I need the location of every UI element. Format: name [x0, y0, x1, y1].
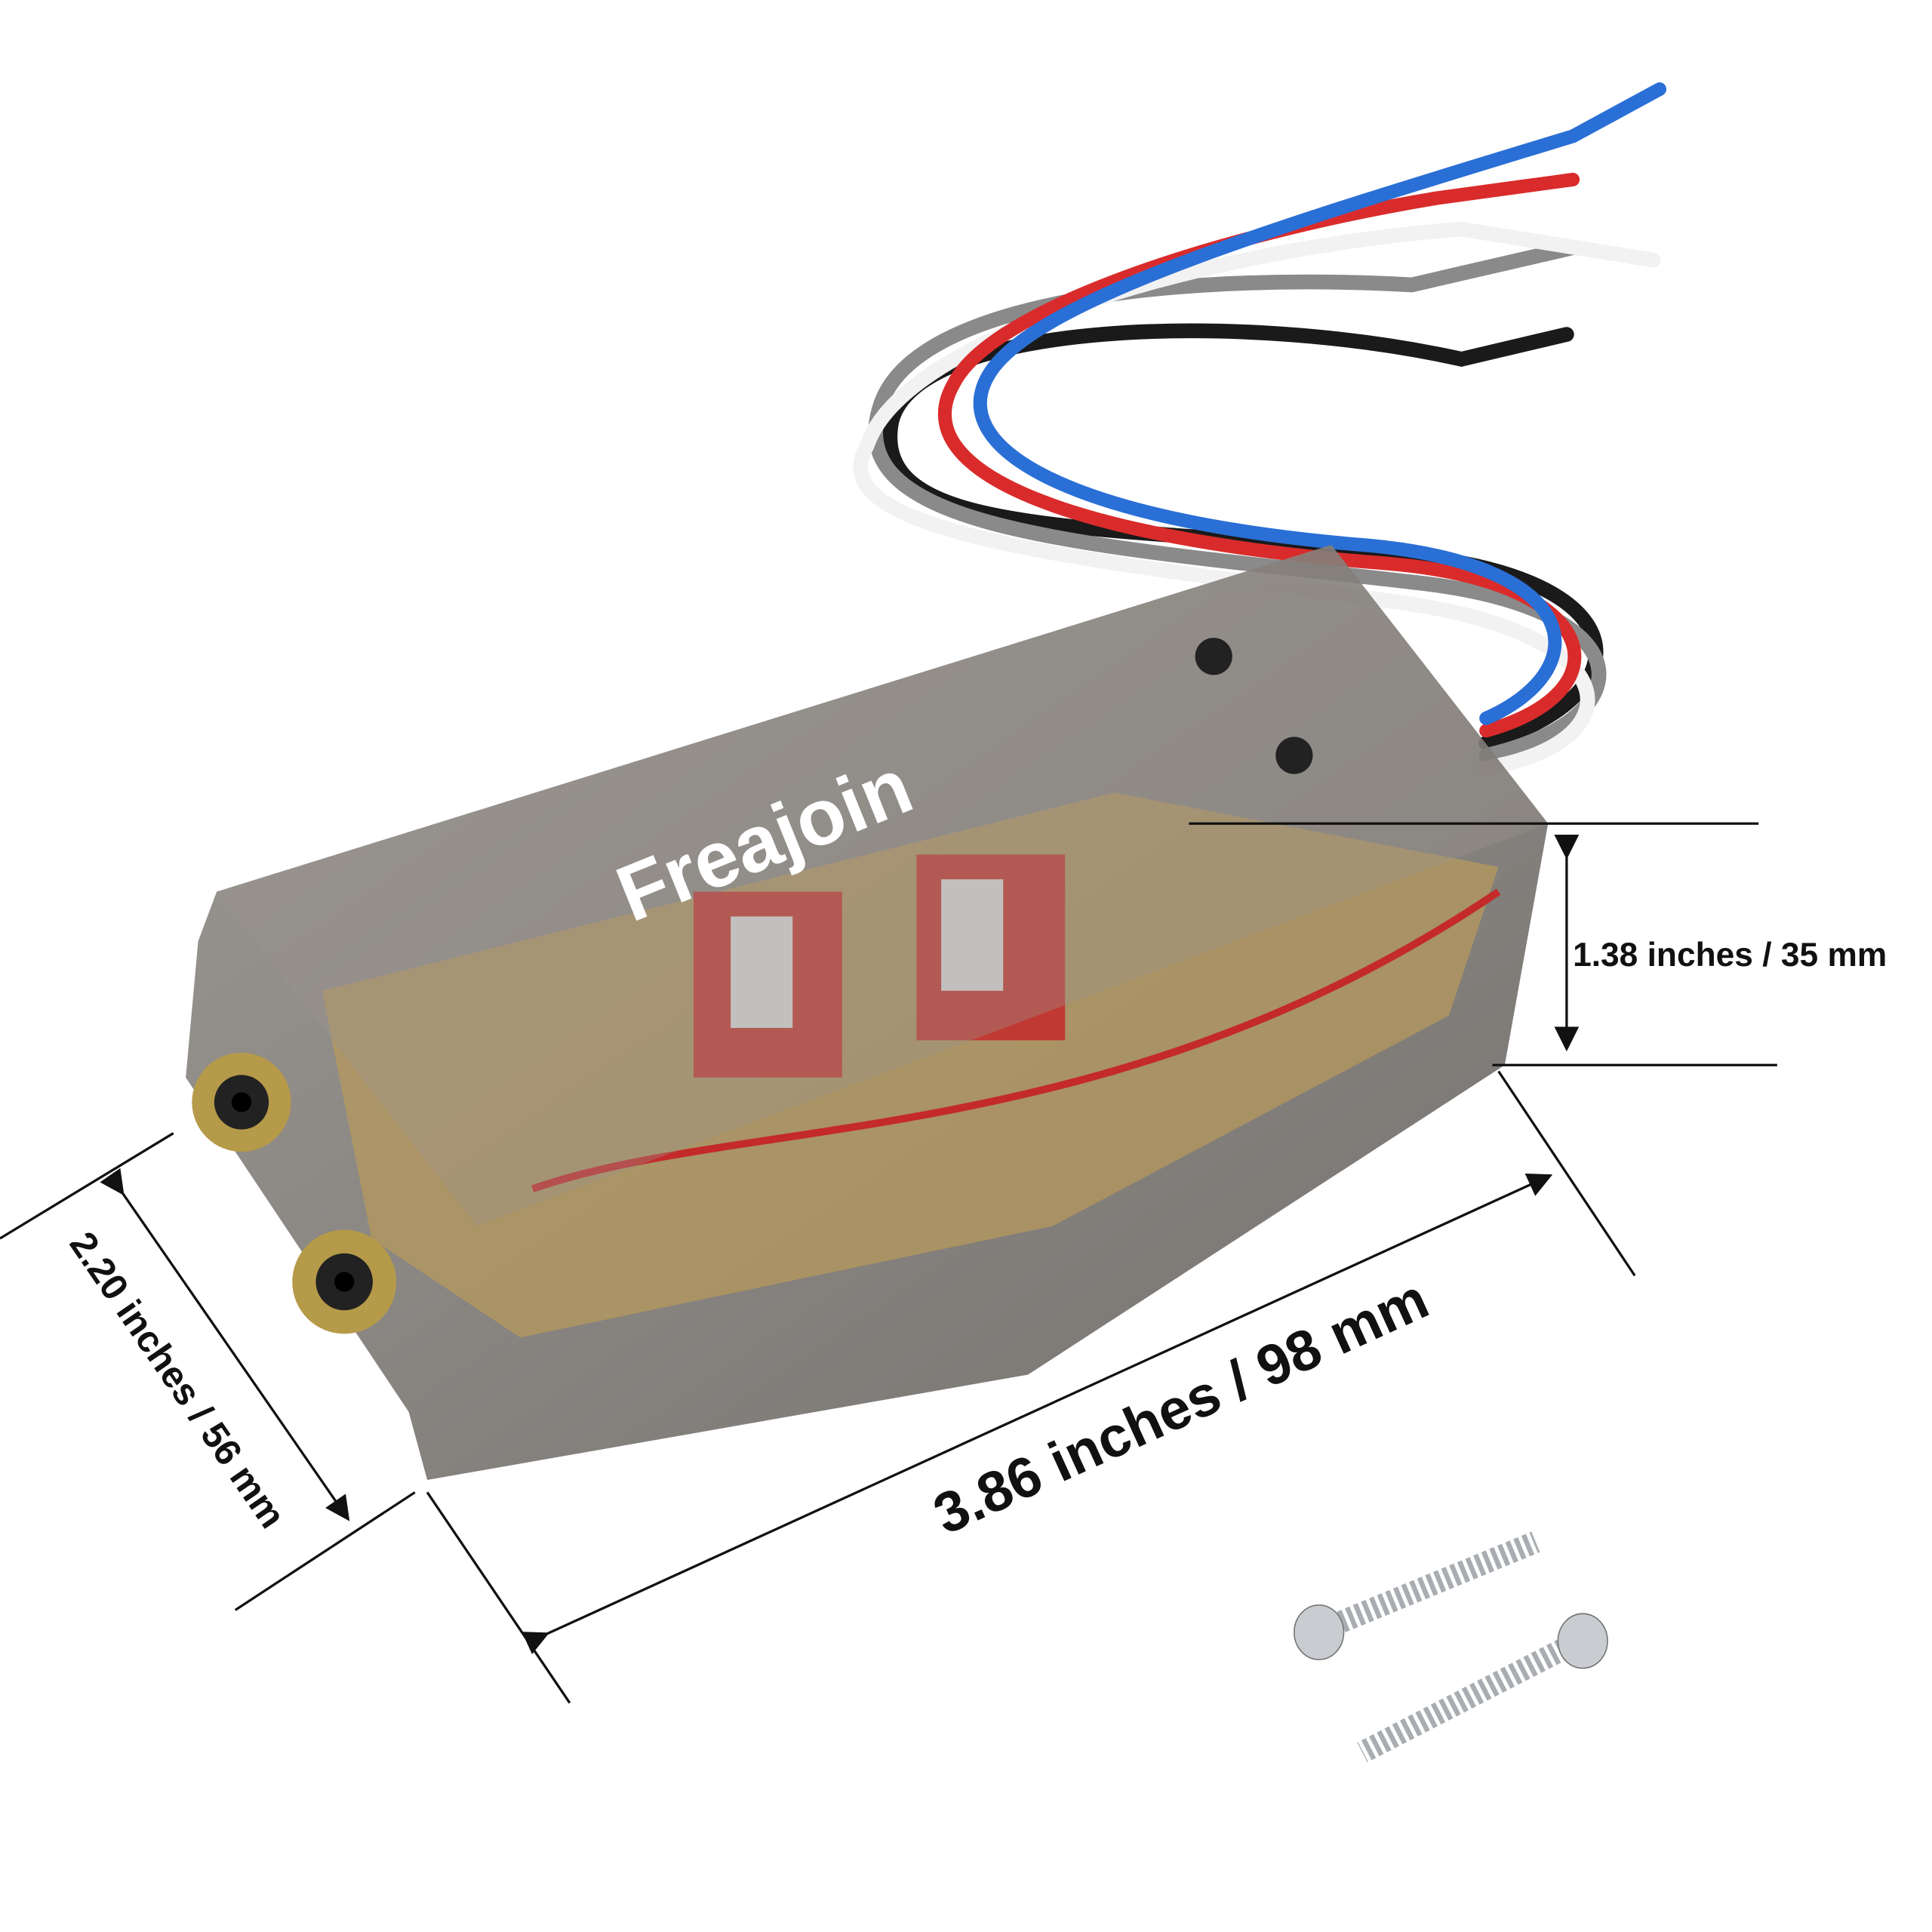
height-dimension-label: 1.38 inches / 35 mm [1573, 937, 1887, 974]
wire-bundle [853, 82, 1666, 776]
screw-icon [1294, 1531, 1540, 1660]
rca-jack-bottom [292, 1229, 397, 1334]
rca-jack-top [192, 1052, 291, 1152]
screw-icon [1357, 1613, 1608, 1763]
dimension-lines [0, 822, 1777, 1704]
